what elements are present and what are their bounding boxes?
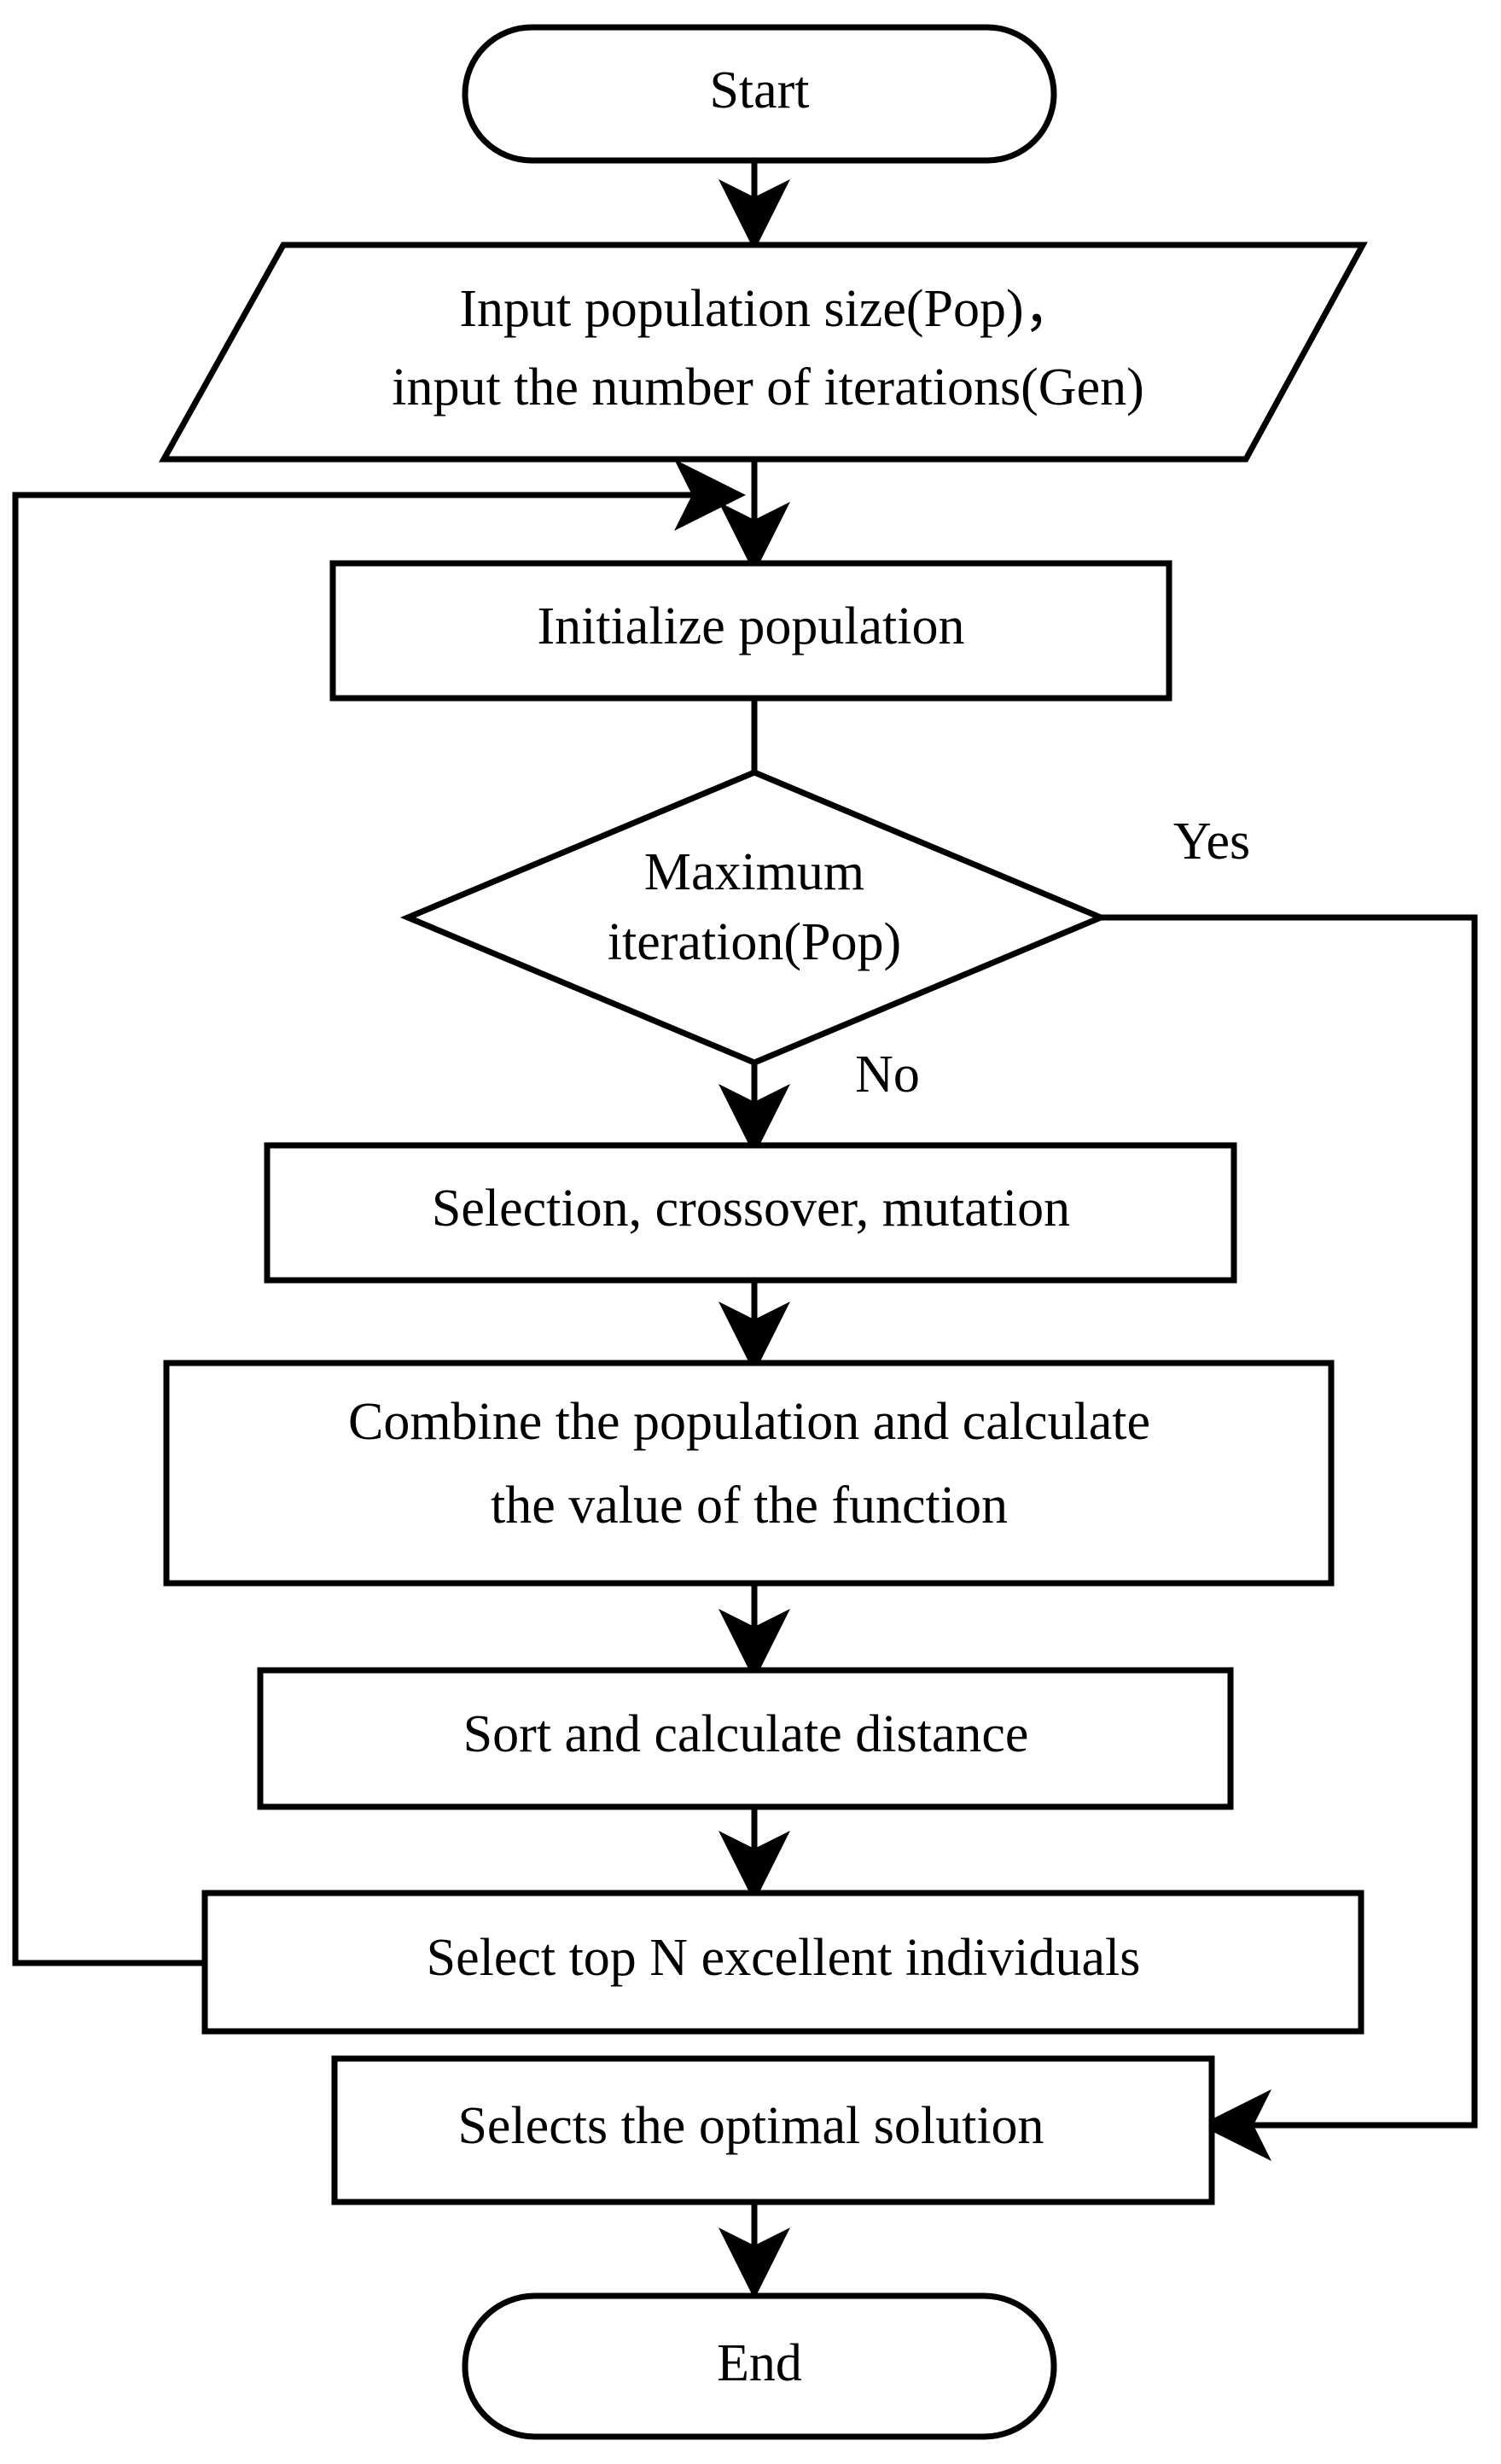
scm-shape (264, 1142, 1237, 1284)
node-start[interactable]: Start (462, 24, 1057, 164)
node-selects-optimal-solution[interactable]: Selects the optimal solution (331, 2055, 1215, 2205)
end-shape (462, 2292, 1057, 2440)
scm-label: Selection, crossover, mutation (432, 1180, 1070, 1238)
init-shape (329, 560, 1172, 702)
node-decision-max-iteration[interactable]: Maximum iteration(Pop) (399, 769, 1109, 1066)
start-shape (462, 24, 1057, 164)
selecttop-shape (201, 1890, 1364, 2035)
selecttop-label: Select top N excellent individuals (427, 1929, 1141, 1987)
node-select-top-n[interactable]: Select top N excellent individuals (201, 1890, 1364, 2035)
input-shape (159, 242, 1368, 463)
start-label: Start (709, 61, 809, 119)
node-combine-population[interactable]: Combine the population and calculate the… (163, 1360, 1335, 1587)
edge-label-yes: Yes (1173, 813, 1250, 871)
combine-label-line2: the value of the function (491, 1477, 1008, 1535)
node-selection-crossover-mutation[interactable]: Selection, crossover, mutation (264, 1142, 1237, 1284)
optimal-label: Selects the optimal solution (457, 2097, 1044, 2155)
end-label: End (717, 2334, 802, 2392)
sort-shape (257, 1667, 1234, 1810)
decision-shape (399, 769, 1109, 1066)
sort-label: Sort and calculate distance (463, 1705, 1029, 1763)
decision-label-line1: Maximum (644, 843, 864, 901)
combine-label-line1: Combine the population and calculate (348, 1393, 1150, 1451)
edge-decision-to-optimal-yes (1101, 914, 1478, 2161)
edge-selecttop-to-init-feedback (12, 459, 746, 1966)
input-label-line2: input the number of iterations(Gen) (392, 358, 1144, 416)
node-input[interactable]: Input population size(Pop)， input the nu… (159, 242, 1368, 463)
decision-label-line2: iteration(Pop) (608, 913, 901, 971)
init-label: Initialize population (537, 597, 964, 655)
combine-shape (163, 1360, 1335, 1587)
node-sort-calculate-distance[interactable]: Sort and calculate distance (257, 1667, 1234, 1810)
input-label-line1: Input population size(Pop)， (459, 280, 1076, 338)
edge-label-no: No (855, 1046, 920, 1104)
node-end[interactable]: End (462, 2292, 1057, 2440)
node-initialize-population[interactable]: Initialize population (329, 560, 1172, 702)
optimal-shape (331, 2055, 1215, 2205)
